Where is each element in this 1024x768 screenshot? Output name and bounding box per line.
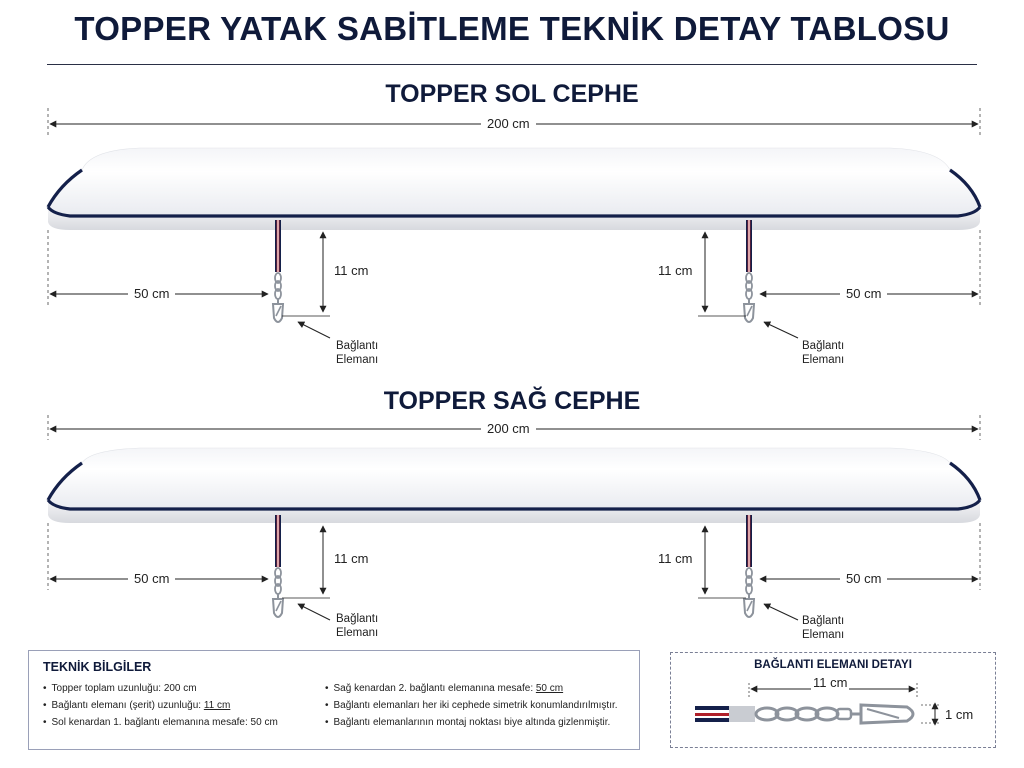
right-offset-label: 50 cm: [840, 286, 888, 301]
info-item: Bağlantı elemanı (şerit) uzunluğu: 11 cm: [43, 700, 278, 711]
left-connector-label: Bağlantı Elemanı: [336, 340, 379, 366]
detail-heading: BAĞLANTI ELEMANI DETAYI: [754, 659, 912, 671]
info-item: Topper toplam uzunluğu: 200 cm: [43, 683, 278, 694]
section-heading-right-side: TOPPER SAĞ CEPHE: [383, 387, 641, 415]
section-heading-left-side: TOPPER SOL CEPHE: [385, 80, 639, 108]
info-item: Bağlantı elemanları her iki cephede sime…: [325, 700, 618, 711]
info-item: Sol kenardan 1. bağlantı elemanına mesaf…: [43, 717, 278, 728]
connector-detail-drawing: [695, 683, 941, 726]
left-offset-label: 50 cm: [128, 571, 176, 586]
technical-info-panel: TEKNİK BİLGİLER Topper toplam uzunluğu: …: [28, 650, 640, 750]
detail-length-label: 11 cm: [811, 675, 850, 690]
left-offset-label: 50 cm: [128, 286, 176, 301]
info-column-1: Topper toplam uzunluğu: 200 cm Bağlantı …: [43, 683, 278, 728]
right-connector-label: Bağlantı Elemanı: [802, 340, 845, 366]
left-strap-length-label: 11 cm: [332, 263, 371, 278]
total-length-label: 200 cm: [481, 116, 536, 131]
left-connector-label: Bağlantı Elemanı: [336, 613, 379, 639]
right-strap-length-label: 11 cm: [656, 551, 695, 566]
page-title: TOPPER YATAK SABİTLEME TEKNİK DETAY TABL…: [74, 10, 950, 47]
detail-width-label: 1 cm: [943, 707, 976, 722]
right-offset-label: 50 cm: [840, 571, 888, 586]
topper-left-side-diagram: [46, 108, 982, 339]
info-item: Sağ kenardan 2. bağlantı elemanına mesaf…: [325, 683, 618, 694]
info-item: Bağlantı elemanlarının montaj noktası bi…: [325, 717, 618, 728]
info-column-2: Sağ kenardan 2. bağlantı elemanına mesaf…: [325, 683, 618, 728]
total-length-label: 200 cm: [481, 421, 536, 436]
left-strap-length-label: 11 cm: [332, 551, 371, 566]
title-divider: [47, 64, 977, 65]
connector-detail-panel: BAĞLANTI ELEMANI DETAYI 11 cm 1 cm: [670, 652, 996, 748]
info-heading: TEKNİK BİLGİLER: [43, 660, 152, 674]
topper-right-side-diagram: [46, 415, 982, 621]
right-connector-label: Bağlantı Elemanı: [802, 615, 845, 641]
right-strap-length-label: 11 cm: [656, 263, 695, 278]
